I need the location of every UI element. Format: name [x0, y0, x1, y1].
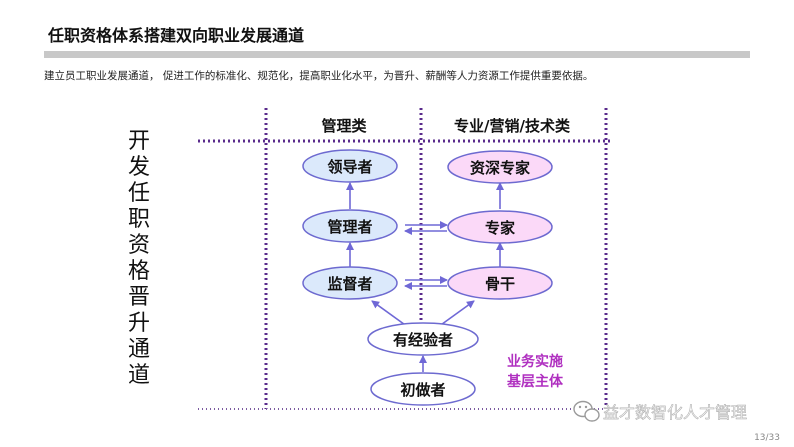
base-label-line2: 基层主体	[507, 373, 564, 390]
watermark-text: 益才数智化人才管理	[603, 403, 747, 422]
node-leader: 领导者	[302, 149, 398, 183]
base-label-line1: 业务实施	[507, 353, 563, 370]
node-beginner-label: 初做者	[400, 381, 445, 399]
vertical-char-5: 格	[128, 259, 150, 284]
node-backbone-label: 骨干	[485, 275, 515, 293]
node-leader-label: 领导者	[326, 158, 372, 176]
vertical-char-2: 任	[128, 181, 150, 206]
node-experienced: 有经验者	[367, 322, 479, 356]
vertical-char-1: 发	[128, 155, 150, 180]
dotted-gridlines	[198, 108, 612, 409]
vertical-char-9: 道	[128, 363, 150, 388]
node-experienced-label: 有经验者	[393, 331, 453, 349]
vertical-char-3: 职	[128, 207, 150, 232]
arrow-experienced-to-supervisor	[371, 300, 409, 328]
column-header-management: 管理类	[321, 117, 367, 135]
page-number: 13/33	[754, 433, 780, 443]
node-manager: 管理者	[302, 209, 398, 243]
page-title: 任职资格体系搭建双向职业发展通道	[48, 26, 305, 45]
node-supervisor-label: 监督者	[327, 275, 372, 293]
node-senior-expert: 资深专家	[447, 150, 553, 184]
node-expert-label: 专家	[485, 219, 515, 237]
management-nodes: 领导者 管理者 监督者	[302, 149, 398, 300]
vertical-char-8: 通	[128, 337, 150, 362]
node-beginner: 初做者	[370, 372, 476, 406]
vertical-label: 开 发 任 职 资 格 晋 升 通 道	[128, 129, 150, 388]
wechat-icon	[573, 400, 600, 422]
arrow-experienced-to-backbone	[437, 300, 475, 328]
vertical-char-0: 开	[128, 129, 150, 154]
professional-nodes: 资深专家 专家 骨干	[447, 150, 553, 300]
column-header-professional: 专业/营销/技术类	[454, 117, 571, 135]
base-nodes: 有经验者 初做者	[367, 322, 479, 406]
node-backbone: 骨干	[447, 266, 553, 300]
node-expert: 专家	[447, 210, 553, 244]
watermark: 益才数智化人才管理	[573, 400, 747, 422]
page-subtitle: 建立员工职业发展通道， 促进工作的标准化、规范化，提高职业化水平，为晋升、薪酬等…	[44, 70, 594, 82]
vertical-char-4: 资	[128, 233, 150, 258]
vertical-char-6: 晋	[128, 285, 150, 310]
vertical-char-7: 升	[128, 311, 150, 336]
node-senior-expert-label: 资深专家	[470, 159, 530, 177]
node-supervisor: 监督者	[302, 266, 398, 300]
node-manager-label: 管理者	[327, 218, 372, 236]
title-underline-bar	[44, 51, 750, 58]
